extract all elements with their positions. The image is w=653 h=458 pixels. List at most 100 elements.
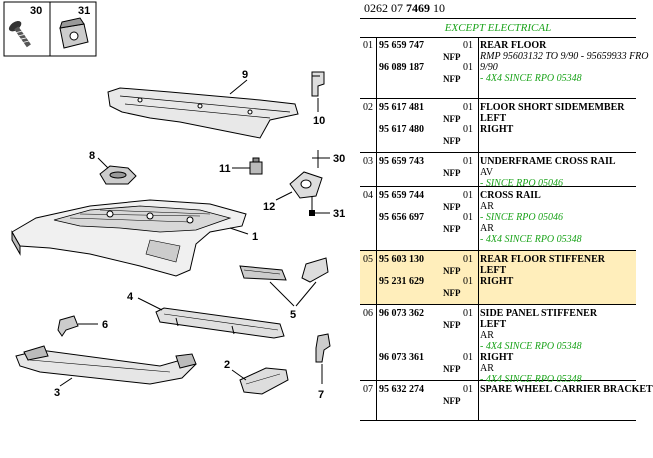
quantity: 01: [463, 102, 473, 113]
label-6: 6: [102, 319, 108, 331]
part-number[interactable]: 96 073 362: [379, 308, 424, 319]
part-description: 9/90: [480, 62, 498, 73]
part-number[interactable]: 95 659 743: [379, 156, 424, 167]
screw-icon: [8, 20, 31, 48]
quantity: 01: [463, 124, 473, 135]
part-2-short-sidemember[interactable]: [239, 367, 289, 395]
section-number: 01: [360, 37, 377, 98]
quantity: 01: [463, 276, 473, 287]
nfp-flag: NFP: [443, 114, 461, 124]
quantity: 01: [463, 62, 473, 73]
part-5-stiffener-right[interactable]: [301, 257, 329, 283]
part-description: LEFT: [480, 265, 507, 276]
nfp-flag: NFP: [443, 74, 461, 84]
part-description: RIGHT: [480, 276, 514, 287]
nfp-flag: NFP: [443, 224, 461, 234]
part-description: FLOOR SHORT SIDEMEMBER: [480, 102, 625, 113]
part-1-rear-floor[interactable]: [11, 199, 247, 277]
part-6-bracket[interactable]: [57, 315, 79, 337]
part-description: AV: [480, 167, 494, 178]
catalog-reference: 0262 07 7469 10: [364, 1, 445, 15]
label-4: 4: [127, 291, 134, 303]
qty-column: [460, 187, 479, 250]
part-description: - SINCE RPO 05046: [480, 178, 564, 189]
part-11-nut[interactable]: [249, 157, 263, 175]
quantity: 01: [463, 254, 473, 265]
part-number[interactable]: 95 632 274: [379, 384, 424, 395]
nfp-flag: NFP: [443, 168, 461, 178]
part-description: AR: [480, 201, 494, 212]
part-description: - SINCE RPO 05046: [480, 212, 564, 223]
nfp-flag: NFP: [443, 136, 461, 146]
qty-column: [460, 251, 479, 304]
part-number[interactable]: 96 073 361: [379, 352, 424, 363]
part-description: RIGHT: [480, 352, 514, 363]
part-description: REAR FLOOR: [480, 40, 547, 51]
label-31-box: 31: [78, 5, 90, 17]
nfp-flag: NFP: [443, 202, 461, 212]
part-number[interactable]: 96 089 187: [379, 62, 424, 73]
label-5: 5: [290, 309, 296, 321]
nfp-flag: NFP: [443, 288, 461, 298]
nfp-flag: NFP: [443, 266, 461, 276]
label-7: 7: [318, 389, 324, 401]
label-31-right: 31: [333, 208, 345, 220]
section-number: 04: [360, 187, 377, 250]
part-description: - 4X4 SINCE RPO 05348: [480, 73, 582, 84]
section-number: 05: [360, 251, 377, 304]
nfp-flag: NFP: [443, 364, 461, 374]
qty-column: [460, 153, 479, 186]
label-12: 12: [263, 201, 275, 213]
part-9-rear-floor-tray[interactable]: [107, 87, 299, 139]
part-5-stiffener-left[interactable]: [239, 265, 287, 281]
nfp-flag: NFP: [443, 396, 461, 406]
part-12-plate[interactable]: [289, 171, 323, 199]
quantity: 01: [463, 190, 473, 201]
section-number: 07: [360, 381, 377, 420]
part-number[interactable]: 95 617 480: [379, 124, 424, 135]
except-banner: EXCEPT ELECTRICAL: [360, 18, 636, 38]
label-2: 2: [224, 359, 230, 371]
nfp-flag: NFP: [443, 52, 461, 62]
clip-nut-icon: [59, 17, 89, 49]
section-number: 02: [360, 99, 377, 152]
quantity: 01: [463, 40, 473, 51]
part-description: - 4X4 SINCE RPO 05348: [480, 234, 582, 245]
box-item-30[interactable]: 30: [3, 1, 51, 57]
part-number[interactable]: 95 617 481: [379, 102, 424, 113]
part-description: CROSS RAIL: [480, 190, 541, 201]
part-number[interactable]: 95 659 747: [379, 40, 424, 51]
part-description: LEFT: [480, 319, 507, 330]
label-3: 3: [54, 387, 60, 399]
box-item-31[interactable]: 31: [49, 1, 97, 57]
part-4-cross-rail[interactable]: [155, 307, 285, 339]
part-number[interactable]: 95 659 744: [379, 190, 424, 201]
quantity: 01: [463, 156, 473, 167]
qty-column: [460, 99, 479, 152]
part-description: AR: [480, 330, 494, 341]
part-10-bracket[interactable]: [311, 71, 325, 97]
quantity: 01: [463, 212, 473, 223]
part-3-underframe-rail[interactable]: [15, 345, 197, 385]
part-number[interactable]: 95 603 130: [379, 254, 424, 265]
part-description: UNDERFRAME CROSS RAIL: [480, 156, 616, 167]
part-description: AR: [480, 223, 494, 234]
quantity: 01: [463, 308, 473, 319]
part-description: - 4X4 SINCE RPO 05348: [480, 374, 582, 385]
qty-column: [460, 381, 479, 420]
label-30: 30: [30, 5, 42, 17]
part-8-bracket[interactable]: [99, 165, 137, 185]
qty-column: [460, 37, 479, 98]
part-number[interactable]: 95 656 697: [379, 212, 424, 223]
part-7-spare-wheel-bracket[interactable]: [315, 333, 331, 363]
part-number[interactable]: 95 231 629: [379, 276, 424, 287]
part-description: RIGHT: [480, 124, 514, 135]
nfp-flag: NFP: [443, 320, 461, 330]
